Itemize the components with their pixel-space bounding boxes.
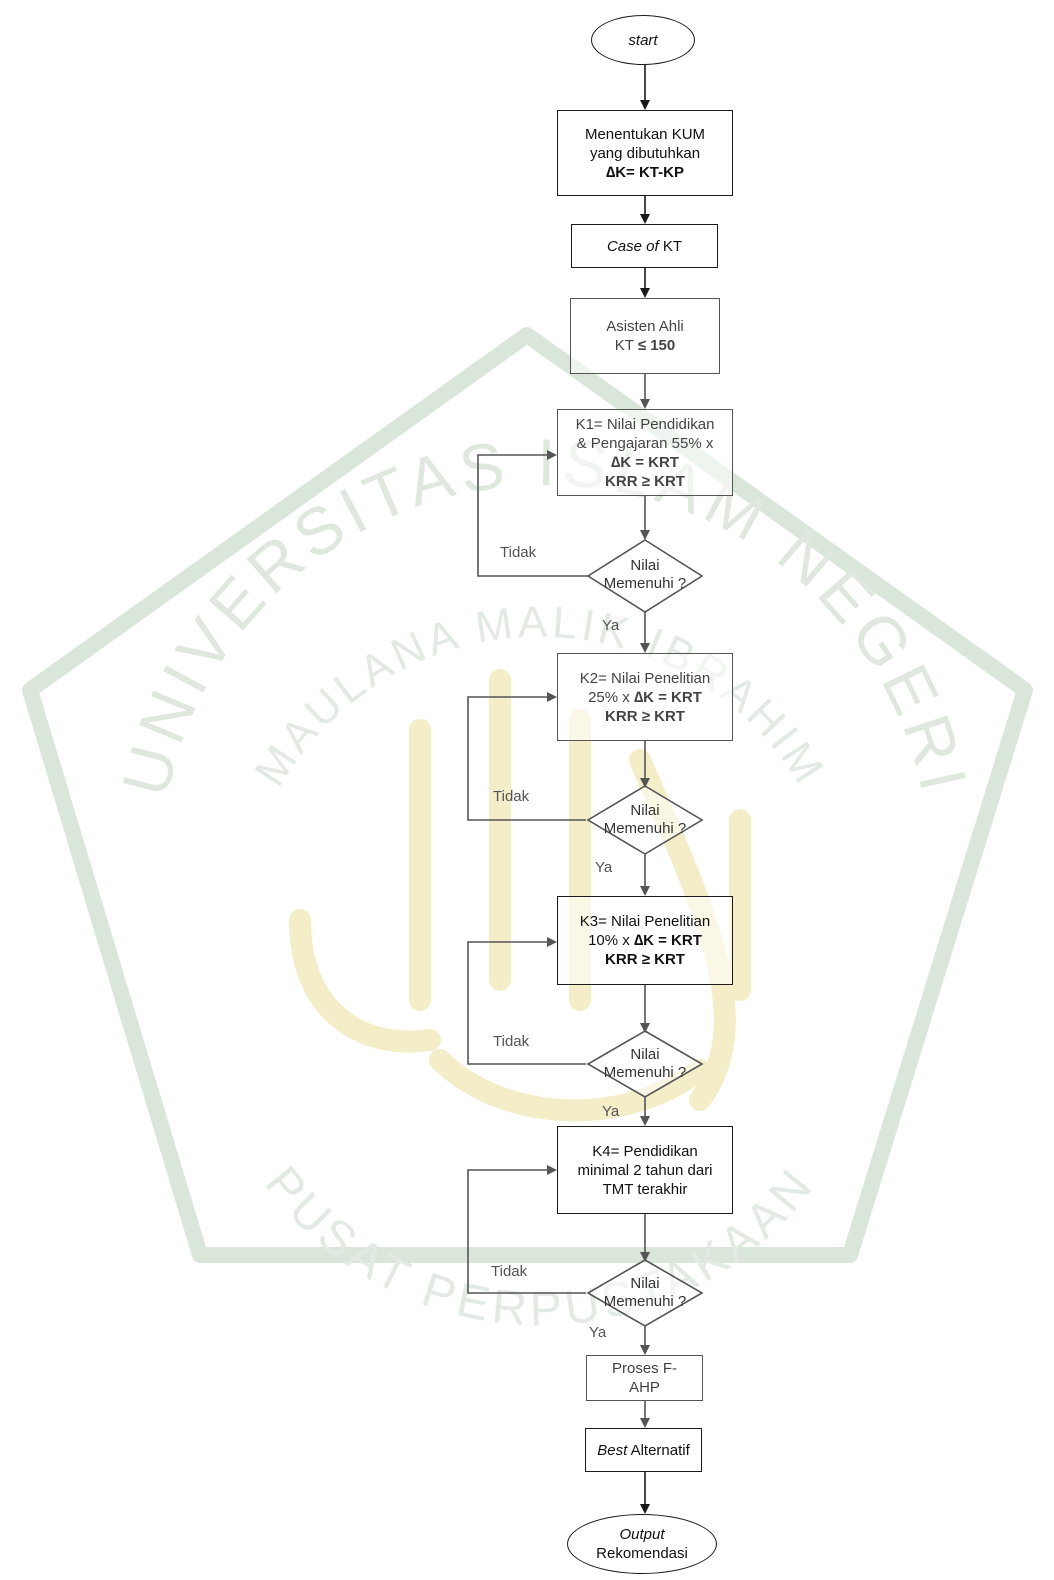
edge-loop-d3-k3 [467, 937, 586, 1065]
decision-3-text: Nilai Memenuhi ? [585, 1046, 705, 1082]
no-label-1: Tidak [500, 544, 537, 561]
edge-loop-d1-k1 [477, 450, 590, 577]
k3-line-2: 10% x ∆K = KRT [588, 931, 702, 950]
case-process: Case of KT [571, 224, 718, 268]
decision-1-line-1: Nilai [630, 557, 660, 574]
decision-diamond-1 [586, 539, 704, 613]
yes-label-4: Ya [589, 1324, 607, 1341]
start-label: start [628, 31, 658, 49]
decision-4-line-2: Memenuhi ? [603, 1293, 687, 1310]
decision-diamond-3 [586, 1030, 704, 1098]
k2-line-2-plain: 25% x [588, 688, 634, 706]
decision-2-text: Nilai Memenuhi ? [585, 802, 705, 838]
k2-process: K2= Nilai Penelitian 25% x ∆K = KRT KRR … [557, 653, 733, 741]
decision-diamond-2 [586, 785, 704, 855]
yes-label-2: Ya [595, 859, 613, 876]
k1-line-1: K1= Nilai Pendidikan [575, 415, 715, 433]
decision-4-text: Nilai Memenuhi ? [585, 1275, 705, 1311]
output-line-1: Output [619, 1526, 665, 1543]
asisten-line-1: Asisten Ahli [606, 318, 684, 335]
edge-loop-d2-k2 [467, 692, 586, 821]
decision-3-line-2: Memenuhi ? [603, 1064, 687, 1081]
asisten-line-2: KT ≤ 150 [615, 336, 676, 355]
asisten-process: Asisten Ahli KT ≤ 150 [570, 298, 720, 374]
k2-line-2: 25% x ∆K = KRT [588, 688, 702, 707]
k1-line-4: KRR ≥ KRT [605, 472, 685, 490]
k2-line-1: K2= Nilai Penelitian [579, 669, 711, 687]
k2-line-3: KRR ≥ KRT [605, 707, 685, 725]
best-label-italic: Best [597, 1441, 628, 1459]
no-label-3: Tidak [493, 1033, 530, 1050]
case-label-italic: Case of [606, 237, 659, 255]
no-label-2: Tidak [493, 788, 530, 805]
fahp-process: Proses F- AHP [586, 1355, 703, 1401]
kum-line-3: ∆K= KT-KP [606, 163, 684, 181]
edge-loop-d4-k4 [467, 1165, 586, 1294]
fahp-line-2: AHP [629, 1379, 660, 1396]
k1-process: K1= Nilai Pendidikan & Pengajaran 55% x … [557, 409, 733, 496]
k3-process: K3= Nilai Penelitian 10% x ∆K = KRT KRR … [557, 896, 733, 985]
case-label-plain: KT [658, 237, 683, 255]
decision-4-line-1: Nilai [630, 1275, 660, 1292]
kum-line-2: yang dibutuhkan [589, 144, 701, 162]
kum-process: Menentukan KUM yang dibutuhkan ∆K= KT-KP [557, 110, 733, 196]
decision-2-line-2: Memenuhi ? [603, 820, 687, 837]
best-process: Best Alternatif [585, 1428, 702, 1472]
yes-label-1: Ya [602, 617, 620, 634]
k3-line-2-bold: ∆K = KRT [633, 932, 702, 949]
output-line-2: Rekomendasi [596, 1545, 688, 1562]
k1-line-2: & Pengajaran 55% x [576, 434, 714, 452]
kum-line-1: Menentukan KUM [584, 125, 706, 143]
k2-line-2-bold: ∆K = KRT [633, 688, 702, 706]
best-label: Best Alternatif [597, 1441, 690, 1460]
decision-3-line-1: Nilai [630, 1046, 660, 1063]
watermark-shield [22, 327, 1033, 1263]
yes-label-3: Ya [602, 1103, 620, 1120]
no-label-4: Tidak [491, 1263, 528, 1280]
k3-line-1: K3= Nilai Penelitian [579, 913, 711, 930]
case-label: Case of KT [607, 237, 682, 256]
decision-1-text: Nilai Memenuhi ? [585, 557, 705, 593]
k4-line-3: TMT terakhir [602, 1180, 688, 1198]
k1-line-3: ∆K = KRT [611, 453, 679, 471]
decision-2-line-1: Nilai [630, 802, 660, 819]
asisten-line-2-plain: KT [614, 337, 638, 354]
fahp-line-1: Proses F- [611, 1360, 677, 1377]
start-terminal: start [591, 15, 695, 65]
k4-line-2: minimal 2 tahun dari [577, 1161, 713, 1179]
best-label-plain: Alternatif [627, 1441, 690, 1459]
output-terminal: Output Rekomendasi [567, 1514, 717, 1574]
decision-1-line-2: Memenuhi ? [603, 575, 687, 592]
k4-line-1: K4= Pendidikan [592, 1142, 698, 1160]
k3-line-2-plain: 10% x [588, 932, 634, 949]
k3-line-3: KRR ≥ KRT [605, 951, 685, 968]
decision-diamond-4 [586, 1259, 704, 1327]
asisten-line-2-bold: ≤ 150 [637, 337, 676, 354]
k4-process: K4= Pendidikan minimal 2 tahun dari TMT … [557, 1126, 733, 1214]
